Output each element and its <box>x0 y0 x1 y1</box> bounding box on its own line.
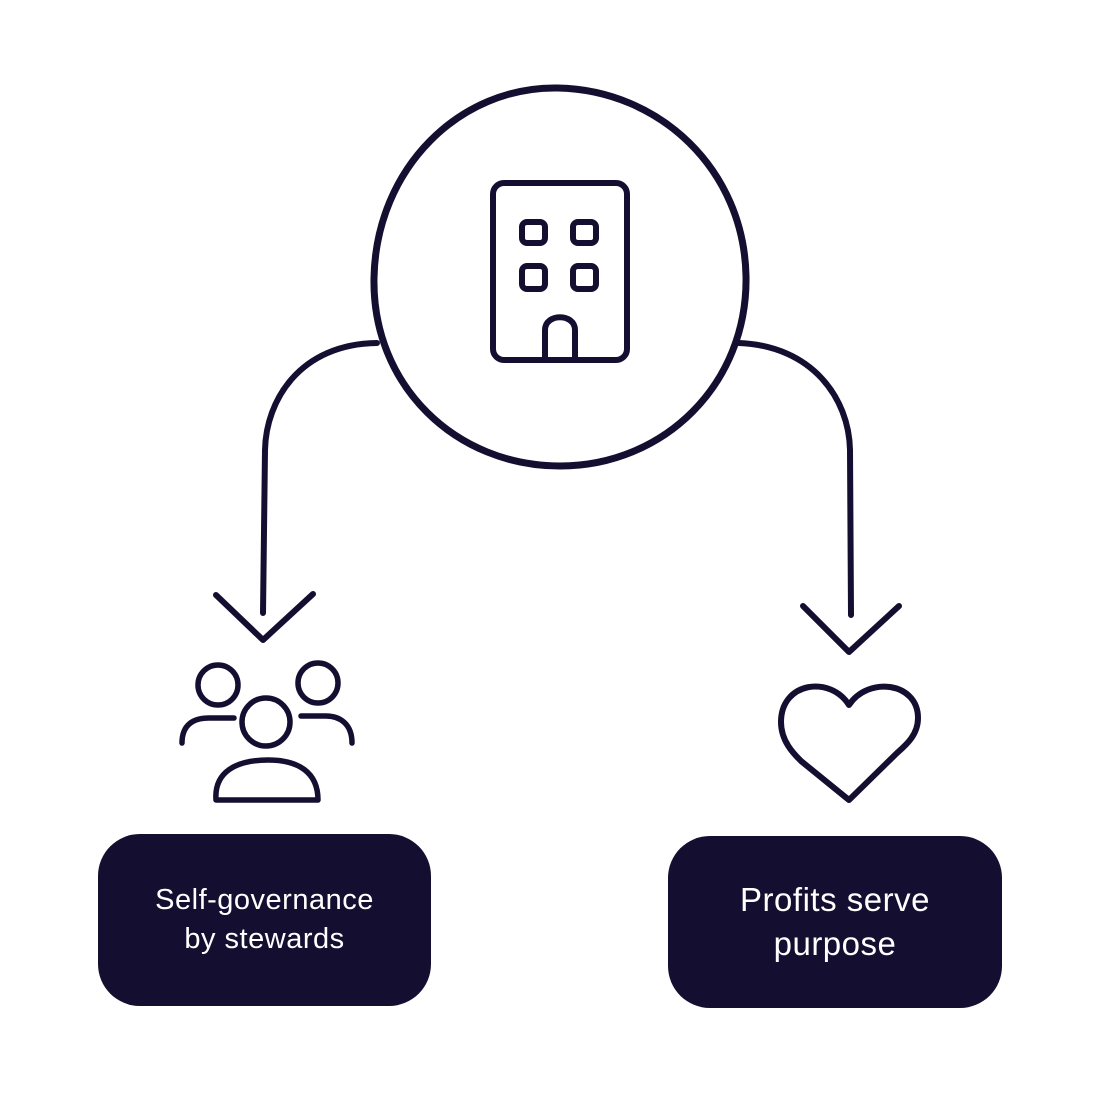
label-line-1: Profits serve <box>740 881 930 918</box>
right-connector-arrow <box>736 340 902 655</box>
office-building-icon <box>490 180 630 363</box>
center-circle <box>370 84 750 470</box>
label-line-2: purpose <box>773 925 897 962</box>
label-box-profits-serve-purpose: Profits serve purpose <box>668 836 1002 1008</box>
heart-icon <box>778 683 921 803</box>
label-line-1: Self-governance <box>155 884 374 916</box>
label-box-self-governance: Self-governance by stewards <box>98 834 431 1006</box>
left-connector-arrow <box>213 340 380 643</box>
label-line-2: by stewards <box>184 923 345 955</box>
group-people-icon <box>179 660 355 803</box>
